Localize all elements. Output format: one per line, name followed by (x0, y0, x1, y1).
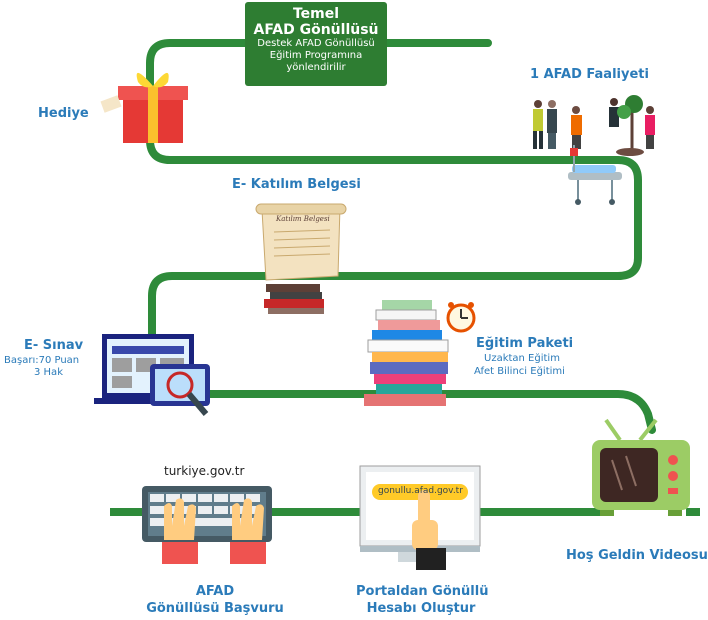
label-portal-line1: Portaldan Gönüllü (356, 584, 489, 599)
training-detail-remote: Uzaktan Eğitim (484, 353, 560, 364)
books-clock-icon (364, 300, 476, 406)
start-box-line5: yönlendirilir (286, 62, 346, 73)
people-activity-icon (533, 95, 655, 156)
certificate-scroll-icon (255, 203, 347, 314)
label-apply-line1: AFAD (195, 584, 235, 599)
label-training: Eğitim Paketi (476, 336, 574, 351)
keyboard-hands-icon (142, 486, 272, 564)
monitor-icon (359, 465, 481, 570)
start-box: Temel AFAD Gönüllüsü Destek AFAD Gönüllü… (245, 2, 387, 86)
start-box-line4: Eğitim Programına (269, 50, 363, 61)
certificate-scroll-text: Katılım Belgesi (276, 215, 330, 223)
label-activity: 1 AFAD Faaliyeti (530, 67, 649, 82)
start-box-subtitle: AFAD Gönüllüsü (253, 22, 379, 38)
stretcher-icon (568, 145, 622, 205)
label-portal-line2: Hesabı Oluştur (366, 601, 476, 616)
start-box-title: Temel (292, 6, 340, 22)
tv-icon (592, 418, 690, 516)
exam-detail-attempts: 3 Hak (34, 367, 63, 378)
training-detail-awareness: Afet Bilinci Eğitimi (474, 366, 565, 377)
label-gift: Hediye (38, 106, 89, 121)
label-video: Hoş Geldin Videosu (566, 548, 708, 563)
start-box-line3: Destek AFAD Gönüllüsü (257, 38, 375, 49)
keyboard-url-text: turkiye.gov.tr (164, 464, 245, 478)
label-certificate: E- Katılım Belgesi (232, 177, 361, 192)
laptop-icon (94, 334, 210, 416)
label-apply-line2: Gönüllüsü Başvuru (146, 601, 284, 616)
label-exam: E- Sınav (24, 338, 84, 353)
portal-url-text: gonullu.afad.gov.tr (378, 486, 463, 496)
exam-detail-score: Başarı:70 Puan (4, 355, 80, 366)
gift-icon (100, 72, 188, 143)
